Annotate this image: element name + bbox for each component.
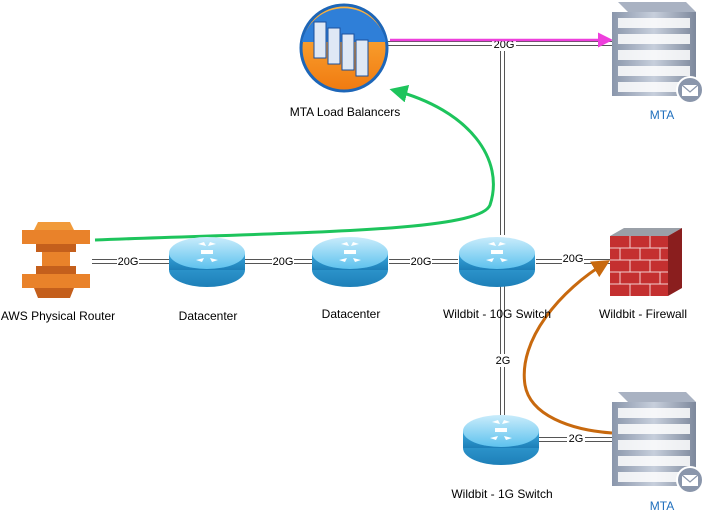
links xyxy=(92,41,612,442)
aws-router-icon xyxy=(22,222,90,298)
link-label-lb-mta: 20G xyxy=(494,39,515,51)
router-icon xyxy=(169,237,245,287)
flow-arrow-green xyxy=(94,84,495,242)
firewall-icon xyxy=(610,228,682,296)
load-balancer-icon xyxy=(299,3,389,93)
label-mta-top: MTA xyxy=(649,108,675,122)
link-label-switch-firewall: 20G xyxy=(563,253,584,265)
router-icon xyxy=(459,237,535,287)
router-icon xyxy=(312,237,388,287)
label-load-balancers: MTA Load Balancers xyxy=(289,105,401,119)
label-aws-router: AWS Physical Router xyxy=(0,309,116,323)
mail-server-icon xyxy=(612,2,704,104)
mail-server-icon xyxy=(612,392,704,494)
label-switch-10g: Wildbit - 10G Switch xyxy=(442,307,552,321)
label-switch-1g: Wildbit - 1G Switch xyxy=(451,487,553,501)
label-mta-bottom: MTA xyxy=(649,499,675,513)
link-label-switch-1g: 2G xyxy=(496,355,511,367)
link-label-dc2-switch: 20G xyxy=(411,256,432,268)
link-label-1g-mta: 2G xyxy=(569,433,584,445)
flow-arrow-orange xyxy=(522,260,613,435)
link-switch-1g xyxy=(500,285,505,415)
link-labels: 20G 20G 20G 20G 2G 2G 20G xyxy=(117,38,585,445)
label-datacenter-1: Datacenter xyxy=(178,309,238,323)
router-icon xyxy=(463,415,539,465)
label-datacenter-2: Datacenter xyxy=(321,307,381,321)
link-label-dc1-dc2: 20G xyxy=(273,256,294,268)
link-label-aws-dc1: 20G xyxy=(118,256,139,268)
label-firewall: Wildbit - Firewall xyxy=(598,307,688,321)
link-switch-lb xyxy=(500,42,505,235)
